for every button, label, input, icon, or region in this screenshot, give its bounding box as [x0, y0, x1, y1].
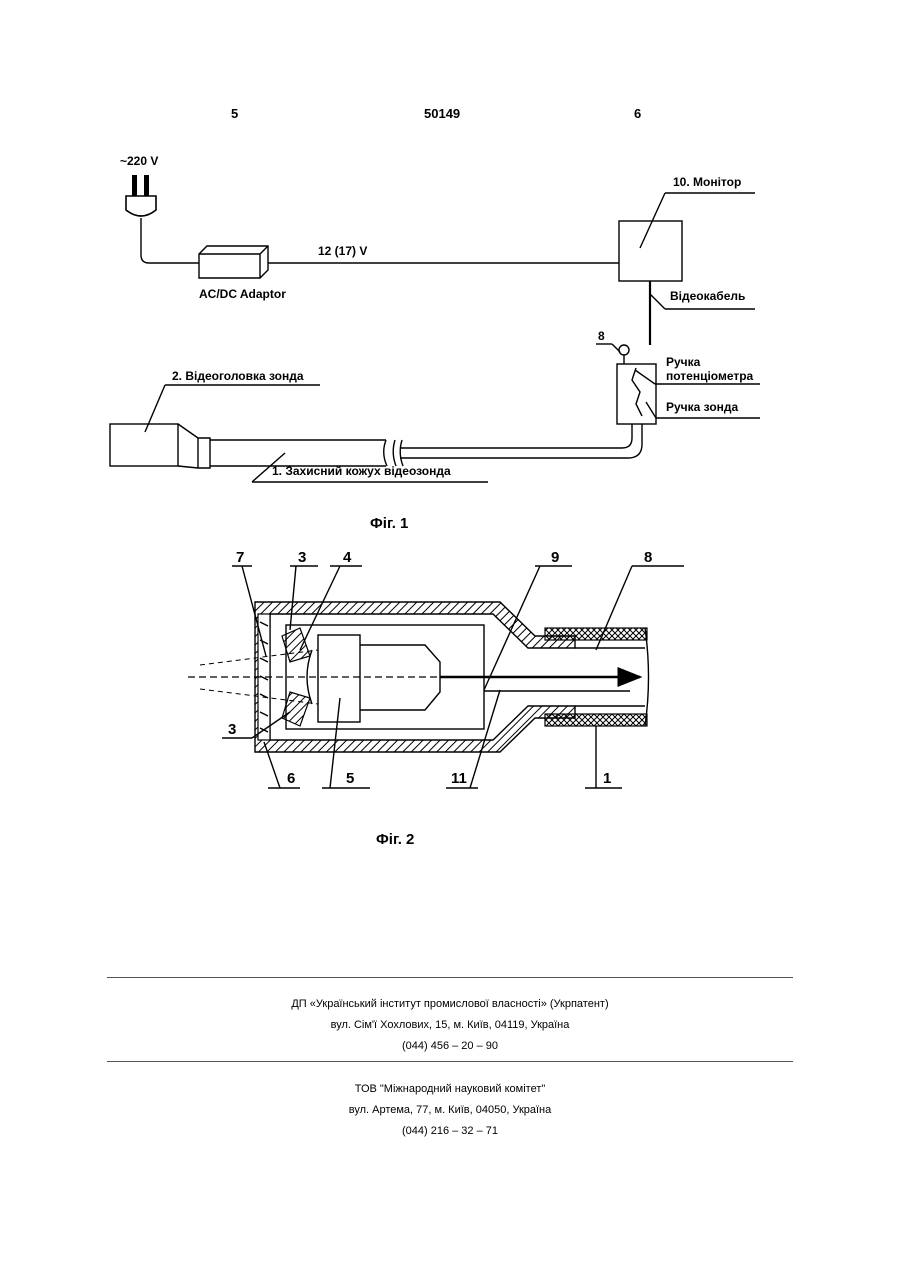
printer-name: ТОВ "Міжнародний науковий комітет" [0, 1079, 900, 1100]
figure-2: 7 3 4 9 8 3 6 5 11 1 Фіг. 2 [188, 549, 684, 848]
probe-handle-box [617, 364, 656, 424]
fig2-label-4: 4 [343, 549, 352, 566]
fig2-label-11: 11 [451, 770, 467, 787]
fig2-label-6: 6 [287, 770, 295, 787]
label-8-fig1: 8 [598, 329, 605, 343]
footer-rule-top [107, 977, 793, 978]
pot-handle-label-line2: потенціометра [666, 369, 754, 383]
probe-handle-label: Ручка зонда [666, 400, 739, 414]
fig2-label-8: 8 [644, 549, 652, 566]
printer-block: ТОВ "Міжнародний науковий комітет" вул. … [0, 1079, 900, 1142]
printer-address: вул. Артема, 77, м. Київ, 04050, Україна [0, 1100, 900, 1121]
video-head [110, 424, 210, 468]
printer-phone: (044) 216 – 32 – 71 [0, 1121, 900, 1142]
sheath-sleeve-top [545, 628, 647, 640]
monitor-label: 10. Монітор [673, 175, 741, 189]
monitor-box [619, 221, 682, 281]
fig2-label-5: 5 [346, 770, 354, 787]
power-plug-icon [126, 175, 156, 216]
footer-rule-middle [107, 1061, 793, 1062]
video-cable-label: Відеокабель [670, 289, 745, 303]
publisher-address: вул. Сім'ї Хохлових, 15, м. Київ, 04119,… [0, 1015, 900, 1036]
pot-handle-label-line1: Ручка [666, 355, 701, 369]
protective-sheath-label: 1. Захисний кожух відеозонда [272, 464, 451, 478]
fig2-label-3-top: 3 [298, 549, 306, 566]
fig2-label-1: 1 [603, 770, 611, 787]
publisher-phone: (044) 456 – 20 – 90 [0, 1036, 900, 1057]
fig2-label-7: 7 [236, 549, 244, 566]
voltage-in-label: ~220 V [120, 154, 158, 168]
figures-drawing: ~220 V AC/DC Adaptor 12 (17) V 10. Моніт… [0, 0, 900, 900]
video-head-label: 2. Відеоголовка зонда [172, 369, 304, 383]
figure-1: ~220 V AC/DC Adaptor 12 (17) V 10. Моніт… [110, 154, 760, 532]
adaptor-label: AC/DC Adaptor [199, 287, 286, 301]
adaptor-box [199, 246, 268, 278]
fig2-label-9: 9 [551, 549, 559, 566]
fig2-label-3-bottom: 3 [228, 721, 236, 738]
supply-voltage-label: 12 (17) V [318, 244, 367, 258]
potentiometer-knob-icon [619, 345, 629, 355]
figure-2-caption: Фіг. 2 [376, 831, 414, 848]
publisher-name: ДП «Український інститут промислової вла… [0, 994, 900, 1015]
publisher-block: ДП «Український інститут промислової вла… [0, 994, 900, 1057]
figure-1-caption: Фіг. 1 [370, 515, 408, 532]
sheath-sleeve-bottom [545, 714, 647, 726]
